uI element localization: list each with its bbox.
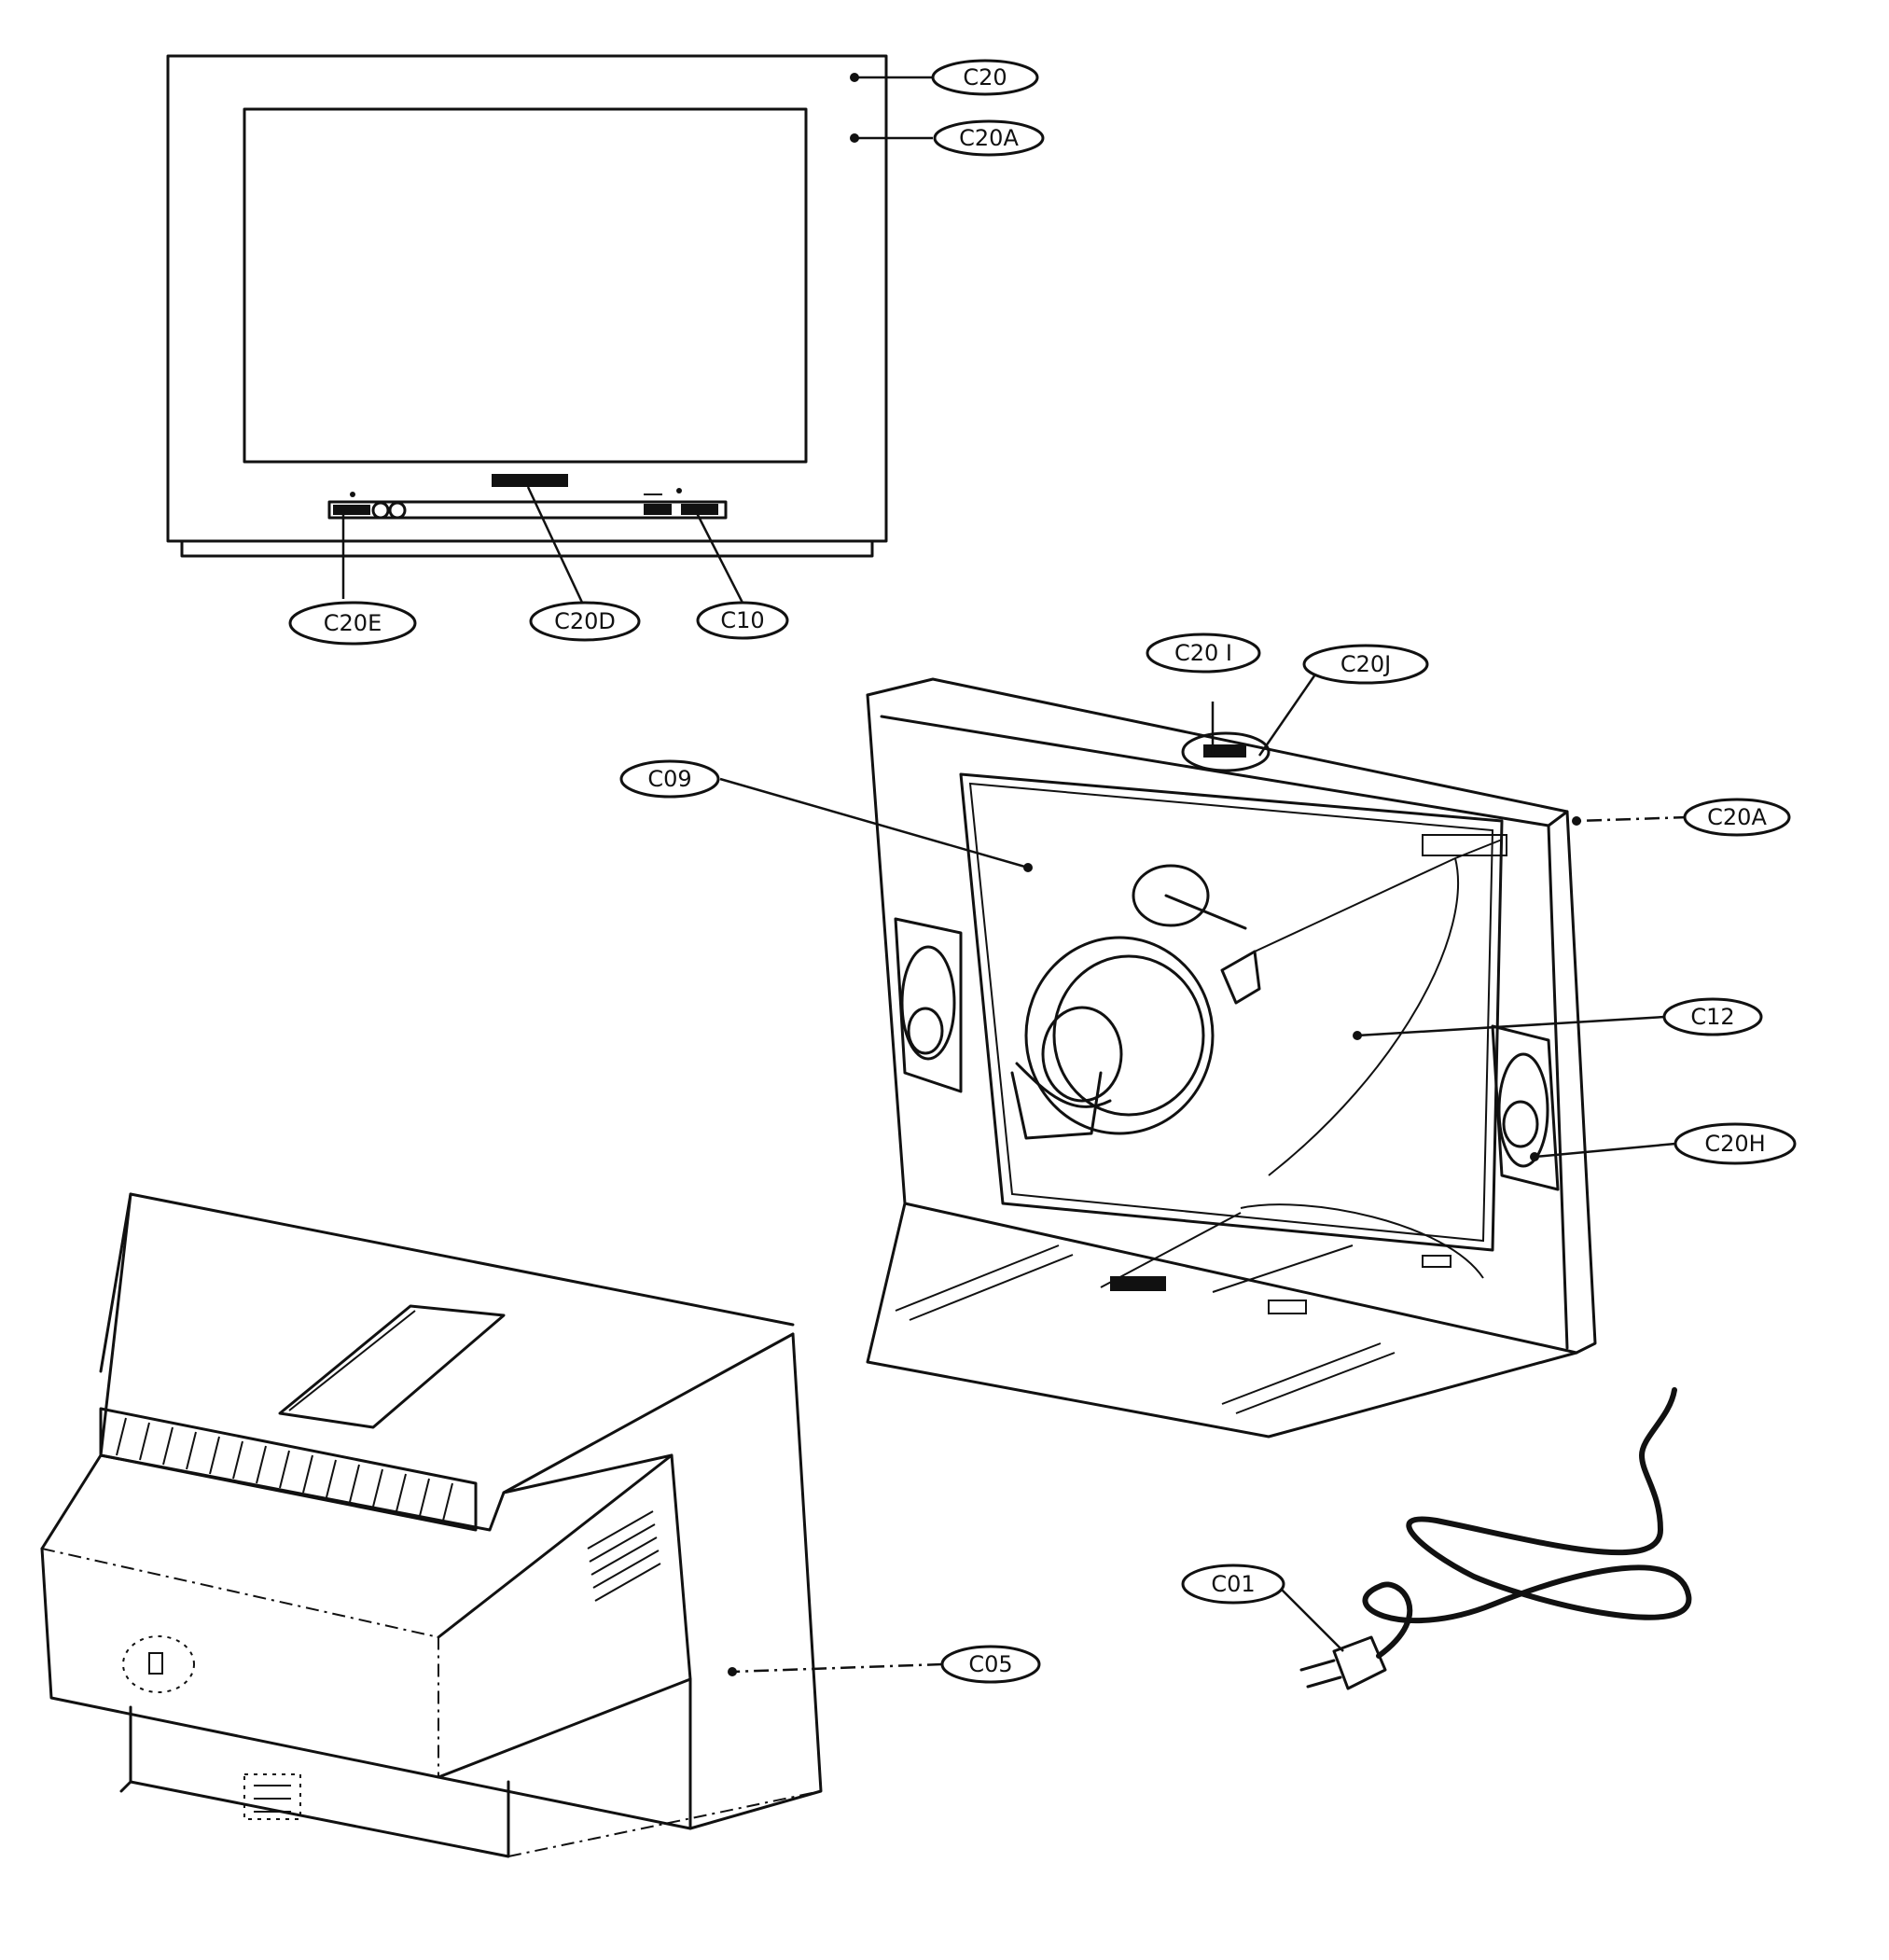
callout-c12: C12 [1662, 997, 1763, 1036]
chassis-drawing [866, 677, 1597, 1439]
callout-c20a-front: C20A [933, 119, 1045, 157]
callout-c01-label: C01 [1211, 1571, 1255, 1597]
callout-c05: C05 [940, 1645, 1041, 1684]
callout-c20j: C20J [1302, 644, 1429, 685]
callout-c10: C10 [696, 601, 789, 640]
callout-c20a-back-label: C20A [1707, 804, 1767, 830]
callout-c05-label: C05 [968, 1651, 1012, 1677]
callout-c12-label: C12 [1690, 1004, 1734, 1030]
callout-c20i: C20 I [1146, 632, 1261, 674]
callout-c20e: C20E [288, 601, 417, 646]
callout-c20-label: C20 [963, 64, 1007, 90]
vent-slots [116, 1417, 453, 1522]
callout-c20d: C20D [529, 601, 641, 642]
callout-c20e-label: C20E [324, 610, 382, 636]
callout-c20h-label: C20H [1704, 1131, 1765, 1157]
callout-c10-label: C10 [720, 607, 764, 633]
callout-c20h: C20H [1674, 1122, 1797, 1165]
callout-c01: C01 [1181, 1564, 1285, 1605]
front-cabinet-drawing [166, 54, 888, 558]
callout-c20: C20 [931, 59, 1039, 96]
callout-c09: C09 [619, 759, 720, 799]
power-cord-drawing [1299, 1387, 1692, 1690]
callout-c20a-front-label: C20A [959, 125, 1019, 151]
callout-c20j-label: C20J [1340, 651, 1391, 677]
rear-cabinet-drawing [40, 1192, 823, 1858]
callout-c20a-back: C20A [1683, 798, 1791, 837]
callout-c20d-label: C20D [554, 608, 616, 634]
callout-c20i-label: C20 I [1174, 640, 1232, 666]
leader-lines [341, 73, 1689, 1676]
callout-c09-label: C09 [647, 766, 691, 792]
